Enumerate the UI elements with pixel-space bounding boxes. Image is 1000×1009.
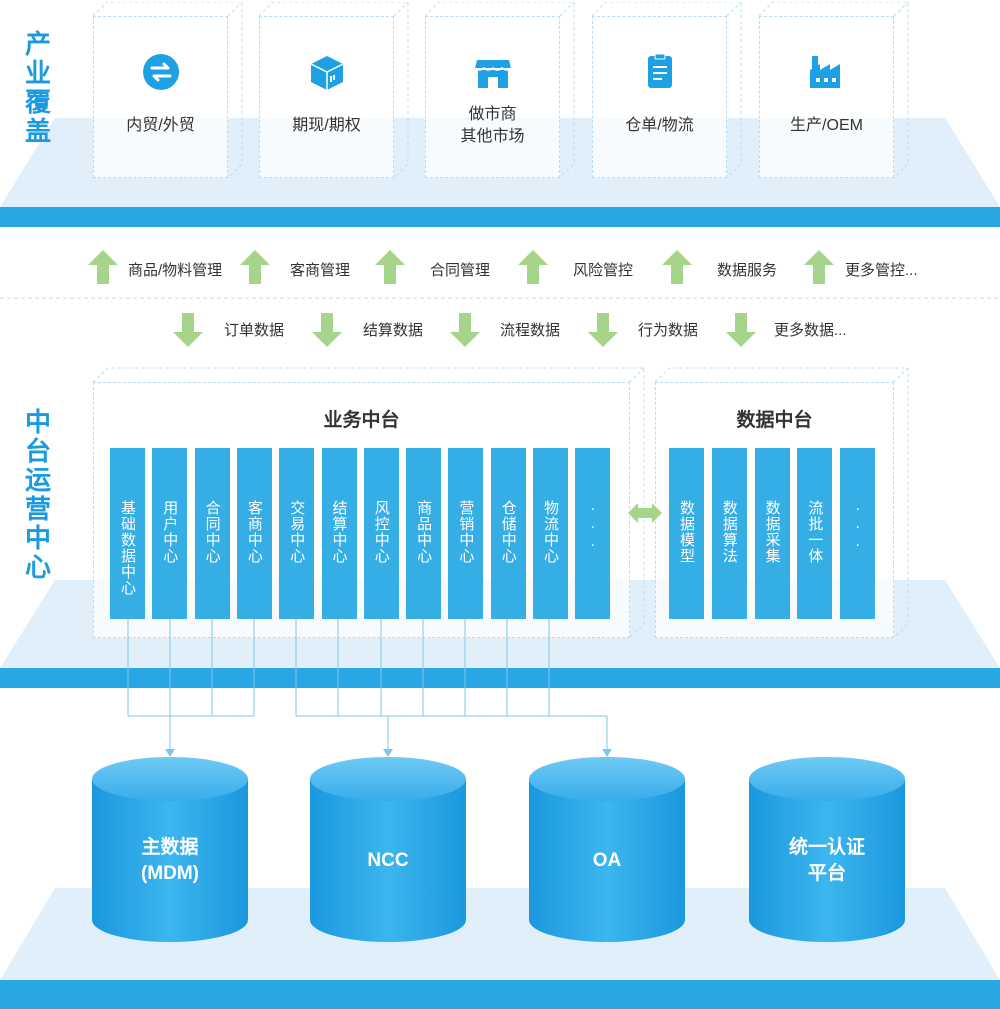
business-module-label: 风控中心 [372, 500, 390, 564]
business-module: 营销中心 [448, 448, 484, 619]
data-module-label: 数据模型 [678, 500, 695, 564]
data-module-label: ··· [849, 500, 867, 554]
industry-card [425, 16, 560, 178]
down-arrow-icon [312, 313, 342, 347]
industry-platform-edge [0, 207, 1000, 227]
database-cylinder [92, 757, 248, 942]
database-cylinder [310, 757, 466, 942]
industry-card [592, 16, 727, 178]
middle-section-title: 中台运营中心 [24, 407, 51, 582]
industry-label: 做市商 其他市场 [460, 106, 525, 145]
industry-label: 仓单/物流 [625, 117, 694, 134]
industry-card [93, 16, 228, 178]
business-module: ··· [575, 448, 611, 619]
industry-label: 内贸/外贸 [126, 117, 195, 134]
down-flow-label: 流程数据 [500, 322, 561, 339]
database-label: 主数据 (MDM) [140, 837, 200, 884]
data-module-label: 数据算法 [720, 500, 738, 564]
data-module: 数据算法 [711, 448, 747, 619]
storage-platform-edge [0, 980, 1000, 1009]
down-arrow-icon [173, 313, 203, 347]
up-arrow-icon [804, 250, 834, 284]
business-module: 用户中心 [152, 448, 188, 619]
up-arrow-icon [375, 250, 405, 284]
factory-icon [809, 56, 840, 88]
business-module: 物流中心 [533, 448, 568, 619]
down-flow-label: 结算数据 [363, 322, 424, 339]
business-module-label: 客商中心 [245, 500, 263, 564]
database-label: OA [592, 850, 622, 871]
down-flow-label: 订单数据 [224, 322, 285, 339]
business-module-label: 用户中心 [161, 500, 179, 564]
up-arrow-icon [662, 250, 692, 284]
industry-card [759, 16, 894, 178]
down-flow-label: 行为数据 [638, 322, 699, 339]
storefront-icon [473, 60, 512, 88]
business-module-label: 仓储中心 [499, 500, 517, 564]
business-module-label: 交易中心 [288, 500, 306, 564]
business-module: 结算中心 [321, 448, 357, 619]
database-label: NCC [367, 850, 409, 871]
database-cylinder [749, 757, 905, 942]
industry-cube-outline [93, 2, 243, 179]
data-module: 数据模型 [669, 448, 704, 619]
up-flow-label: 风险管控 [573, 262, 634, 279]
industry-cube-outline [425, 2, 575, 179]
industry-label: 生产/OEM [790, 117, 863, 134]
up-flow-label: 更多管控... [845, 262, 918, 279]
middle-platform-edge [0, 668, 1000, 688]
business-module: 客商中心 [236, 448, 272, 619]
business-module-label: 营销中心 [457, 500, 475, 564]
business-module: 合同中心 [194, 448, 230, 619]
business-module-label: 商品中心 [415, 500, 433, 564]
business-module: 基础数据中心 [110, 448, 145, 619]
down-arrow-icon [588, 313, 618, 347]
industry-section-title: 产业覆盖 [24, 29, 51, 146]
business-platform-title: 业务中台 [323, 410, 400, 431]
down-arrow-icon [450, 313, 480, 347]
industry-card [259, 16, 394, 178]
industry-cube-outline [759, 2, 909, 179]
business-module-label: ··· [584, 500, 602, 554]
data-module: 流批一体 [797, 448, 833, 619]
up-arrow-icon [240, 250, 270, 284]
up-flow-label: 数据服务 [717, 262, 778, 279]
data-platform-title: 数据中台 [736, 410, 813, 431]
business-module-label: 基础数据中心 [119, 500, 136, 596]
business-module-label: 结算中心 [330, 500, 348, 564]
industry-label: 期现/期权 [292, 117, 361, 134]
down-arrow-icon [726, 313, 756, 347]
up-flow-label: 合同管理 [430, 262, 491, 279]
business-module-label: 物流中心 [542, 500, 559, 564]
bidirectional-arrow-icon [628, 503, 662, 523]
up-arrow-icon [88, 250, 118, 284]
clipboard-icon [647, 53, 672, 88]
industry-cube-outline [259, 2, 409, 179]
up-arrow-icon [518, 250, 548, 284]
data-module: ··· [840, 448, 876, 619]
data-module: 数据采集 [754, 448, 790, 619]
up-flow-label: 客商管理 [290, 262, 351, 279]
database-cylinder [529, 757, 685, 942]
business-module: 仓储中心 [490, 448, 526, 619]
database-label: 统一认证 平台 [788, 837, 865, 884]
exchange-icon [142, 54, 179, 90]
data-module-label: 数据采集 [763, 500, 781, 564]
business-module: 商品中心 [406, 448, 442, 619]
industry-cube-outline [592, 2, 742, 179]
business-module: 风控中心 [363, 448, 399, 619]
package-icon [310, 56, 343, 90]
business-module: 交易中心 [279, 448, 315, 619]
up-flow-label: 商品/物料管理 [128, 262, 223, 279]
business-module-label: 合同中心 [203, 500, 221, 564]
down-flow-label: 更多数据... [774, 322, 847, 339]
data-module-label: 流批一体 [806, 500, 824, 564]
